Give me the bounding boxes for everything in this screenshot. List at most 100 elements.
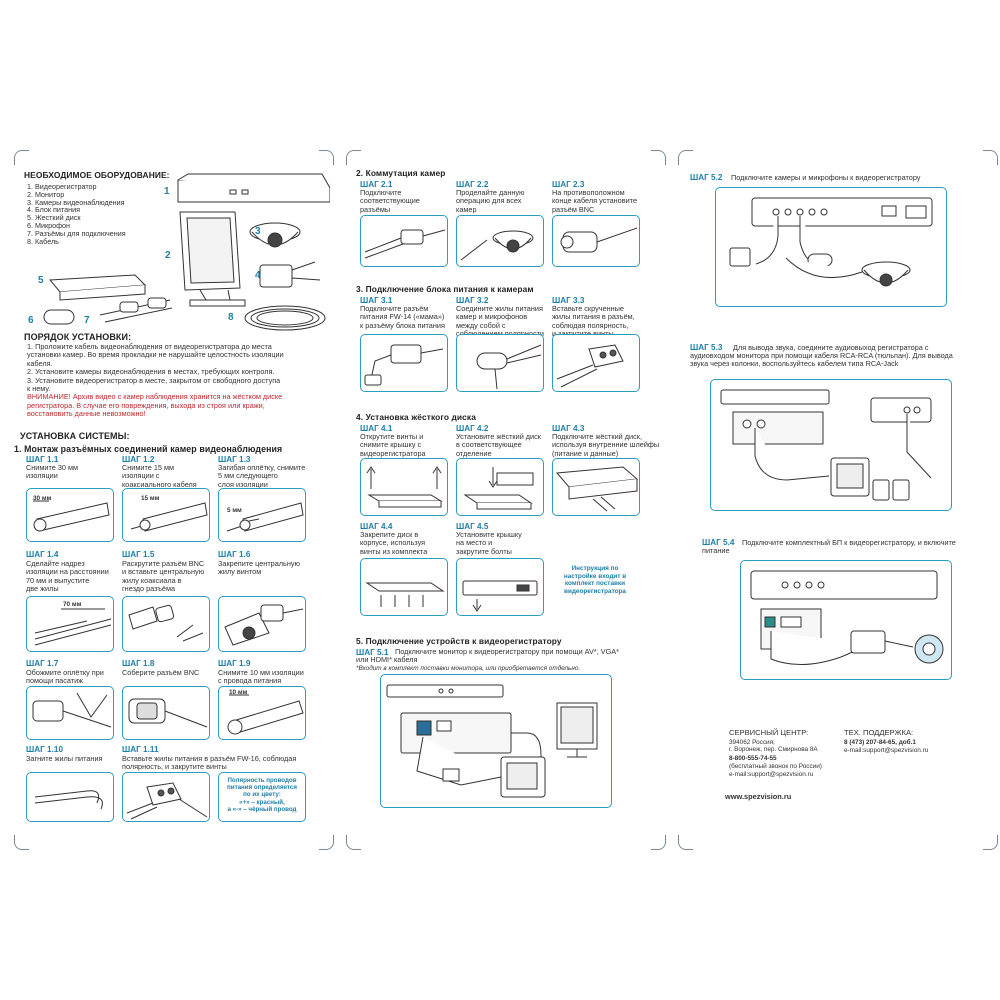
step-3-3-image xyxy=(552,334,640,392)
connector-icon xyxy=(123,687,209,739)
step-line: Проделайте данную xyxy=(456,188,525,197)
step-line: На противоположном xyxy=(552,188,625,197)
step-label: ШАГ 1.5 xyxy=(122,550,155,559)
corner-mark xyxy=(651,835,666,850)
step-label: ШАГ 4.5 xyxy=(456,522,489,531)
equipment-list: 1. Видеорегистратор 2. Монитор 3. Камеры… xyxy=(27,183,126,245)
step-label: ШАГ 1.2 xyxy=(122,455,155,464)
step-2-1-image xyxy=(360,215,448,267)
equipment-number: 6 xyxy=(28,315,34,326)
step-label: ШАГ 1.8 xyxy=(122,659,155,668)
step-line: в соответствующее xyxy=(456,440,522,450)
step-line: Соедините жилы питания xyxy=(456,304,543,313)
equipment-number: 8 xyxy=(228,312,234,323)
equipment-item: 7. Разъёмы для подключения xyxy=(27,228,126,238)
power-supply-icon xyxy=(361,335,447,391)
corner-mark xyxy=(678,150,693,165)
polarity-line: питания определяется xyxy=(227,784,297,792)
screw-icon xyxy=(361,559,447,607)
step-line: Для вывода звука, соедините аудиовыход р… xyxy=(733,343,929,352)
equipment-number: 7 xyxy=(84,315,90,326)
step-1-4-image: 70 мм xyxy=(26,596,114,652)
step-1-7-image xyxy=(26,686,114,740)
step-line: Вставьте скрученные xyxy=(552,304,624,313)
service-email[interactable]: e-mail:support@spezvision.ru xyxy=(729,771,814,778)
step-line: Обожмите оплётку при xyxy=(26,668,104,677)
step-1-11-image xyxy=(122,772,210,822)
step-label: ШАГ 1.10 xyxy=(26,745,63,754)
panel-1 xyxy=(14,150,334,850)
bnc-icon xyxy=(553,216,639,266)
dimension-label: 15 мм xyxy=(141,495,160,502)
step-line: Снимите 15 мм xyxy=(122,463,174,472)
step-1-9-image: 10 мм xyxy=(218,686,306,740)
service-phone[interactable]: 8-800-555-74-55 xyxy=(729,755,777,762)
polarity-line: по их цвету: xyxy=(243,791,281,799)
step-label: ШАГ 3.1 xyxy=(360,296,393,305)
step-line: Подключите xyxy=(360,188,402,197)
step-label: ШАГ 2.1 xyxy=(360,180,393,189)
step-line: конце кабеля установите xyxy=(552,196,637,206)
note-line: видеорегистратора xyxy=(564,587,626,595)
step-label: ШАГ 5.4 xyxy=(702,538,735,547)
section3-title: 3. Подключение блока питания к камерам xyxy=(356,284,534,294)
hdd-cable-icon xyxy=(553,459,639,515)
connector-icon xyxy=(123,597,209,651)
warning-line: регистратора. В случае его повреждения, … xyxy=(27,400,265,410)
step-line: жилу винтом xyxy=(218,567,262,577)
step-line: отделение xyxy=(456,448,492,458)
dimension-label: 5 мм xyxy=(227,507,242,514)
step-line: используя внутренние шлейфы xyxy=(552,440,660,450)
step-4-5-image xyxy=(456,558,544,616)
note-line: комплект поставки xyxy=(564,580,626,588)
step-label: ШАГ 2.3 xyxy=(552,180,585,189)
cable-icon xyxy=(123,489,209,541)
step-2-2-image xyxy=(456,215,544,267)
website-link[interactable]: www.spezvision.ru xyxy=(725,792,792,801)
step-line: разъём BNC xyxy=(552,204,595,214)
step-label: ШАГ 1.3 xyxy=(218,455,251,464)
cable-icon xyxy=(219,489,305,541)
step-line: Установите крышку xyxy=(456,530,522,539)
polarity-line: Полярность проводов xyxy=(227,777,297,784)
connector-icon xyxy=(361,216,447,266)
order-line: 3. Установите видеорегистратор в месте, … xyxy=(27,375,281,385)
corner-mark xyxy=(346,835,361,850)
equipment-item: 5. Жесткий диск xyxy=(27,213,81,223)
step-line: Подключите жёсткий диск, xyxy=(552,432,642,441)
support-email[interactable]: e-mail:support@spezvision.ru xyxy=(844,747,929,754)
step-line: Раскрутите разъём BNC xyxy=(122,559,205,568)
polarity-text: Полярность проводов питания определяется… xyxy=(219,777,305,813)
corner-mark xyxy=(319,150,334,165)
step-line: гнездо разъёма xyxy=(122,584,176,594)
step-text: Подключите камеры и микрофоны к видеорег… xyxy=(731,173,921,182)
step-line: 5 мм следующего xyxy=(218,471,278,481)
warning-line: восстановить данные невозможно! xyxy=(27,409,146,419)
corner-mark xyxy=(983,150,998,165)
corner-mark xyxy=(319,835,334,850)
step-line: соблюдая полярность, xyxy=(552,320,629,330)
step-line: жилу коаксиала в xyxy=(122,575,182,585)
step-1-8-image xyxy=(122,686,210,740)
equipment-number: 3 xyxy=(255,226,261,237)
step-line: корпусе, используя xyxy=(360,538,426,548)
step-4-2-image xyxy=(456,458,544,516)
warning-line: ВНИМАНИЕ! Архив видео с камер наблюдения… xyxy=(27,392,283,402)
step-label: ШАГ 3.3 xyxy=(552,296,585,305)
step-line: операцию для всех xyxy=(456,196,522,206)
order-text: 1. Проложите кабель видеонаблюдения от в… xyxy=(27,342,327,419)
connector-icon xyxy=(219,597,305,651)
support-phone[interactable]: 8 (473) 207-84-65, доб.1 xyxy=(844,739,916,746)
corner-mark xyxy=(14,150,29,165)
cable-icon xyxy=(27,489,113,541)
support-title: ТЕХ. ПОДДЕРЖКА: xyxy=(844,728,914,737)
step-1-3-image: 5 мм xyxy=(218,488,306,542)
step-label: ШАГ 3.2 xyxy=(456,296,489,305)
